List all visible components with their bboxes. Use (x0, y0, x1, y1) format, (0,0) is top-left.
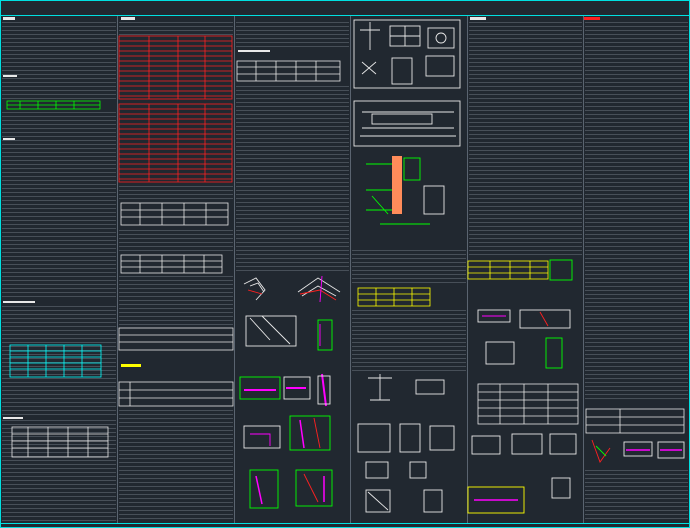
yellow-mark (121, 364, 141, 367)
anchor-details-col4 (357, 374, 455, 513)
revision-mark (584, 17, 600, 20)
red-schedule-tables (118, 35, 233, 183)
green-table (6, 100, 101, 110)
cyan-table (9, 344, 102, 378)
white-table-left (11, 426, 109, 458)
detail-panels-col4 (353, 19, 461, 147)
connection-details-col6 (591, 439, 685, 463)
section-heading-marks (3, 17, 486, 419)
yellow-table-col5 (467, 260, 549, 280)
general-notes-text (2, 22, 688, 521)
wall-joint-details (239, 275, 341, 509)
white-table-col6 (585, 408, 685, 434)
white-tables-col2 (118, 202, 234, 407)
yellow-table (357, 287, 431, 307)
drawing-title (300, 3, 390, 14)
column-dividers (117, 16, 584, 523)
beam-details-col5 (467, 259, 577, 514)
white-table-col5 (477, 383, 579, 425)
column-bracket-detail (366, 156, 445, 225)
white-table-col3 (236, 60, 341, 82)
